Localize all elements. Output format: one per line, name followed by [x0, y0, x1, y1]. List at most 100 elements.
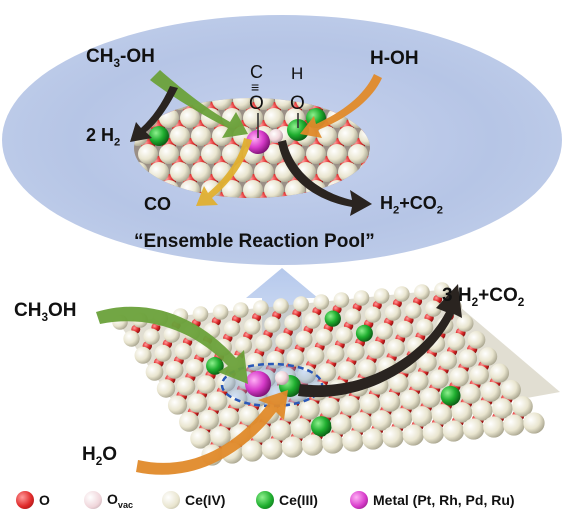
ce4-atom: [400, 389, 421, 410]
ce4-atom: [286, 349, 305, 367]
ce4-atom: [351, 412, 372, 433]
ce4-atom: [367, 341, 385, 359]
legend-label-o: O: [39, 492, 50, 508]
ce4-atom: [380, 391, 401, 412]
ce4-atom: [264, 144, 284, 164]
ce4-atom: [179, 411, 199, 432]
ce3-atom: [311, 416, 332, 437]
ceria-slab: [112, 282, 560, 466]
ce4-atom: [434, 282, 450, 298]
ce4-atom: [425, 300, 442, 317]
ce4-atom: [338, 126, 358, 146]
ce4-atom: [394, 286, 410, 302]
ce4-atom: [264, 108, 284, 128]
ce4-atom: [442, 420, 465, 442]
ce4-atom: [261, 438, 284, 460]
ce4-atom: [373, 288, 390, 304]
ce4-atom: [253, 300, 269, 316]
ce3-atom: [149, 126, 169, 146]
legend-item-metal: Metal (Pt, Rh, Pd, Ru): [350, 488, 515, 512]
ce4-atom: [431, 404, 453, 425]
ce4-atom: [244, 318, 261, 335]
ce4-atom: [281, 436, 304, 458]
ce4-atom: [416, 318, 434, 336]
ce4-atom: [167, 395, 188, 415]
ce4-atom: [174, 342, 192, 360]
ce4-atom: [273, 298, 289, 314]
ce4-atom: [299, 399, 320, 420]
ce4-atom: [420, 387, 441, 408]
ce4-atom: [362, 428, 384, 450]
ce4-atom: [456, 314, 474, 332]
ce4-atom: [159, 144, 179, 164]
ce4-atom: [447, 333, 466, 351]
label-o-atom-left: O: [249, 93, 264, 114]
o-atom-icon: [16, 491, 34, 509]
ce4-atom: [396, 320, 414, 338]
ce4-atom: [212, 304, 229, 320]
ce4-atom: [293, 296, 309, 312]
metal-atom: [246, 130, 270, 154]
ce4-atom: [346, 343, 365, 361]
legend-item-o: O: [16, 488, 50, 512]
ce4-atom: [409, 371, 429, 391]
ce4-atom: [360, 393, 381, 414]
ce3-atom: [206, 357, 224, 375]
label-h2o: H2O: [82, 444, 118, 468]
label-ch3oh-top: CH3-OH: [86, 46, 155, 70]
ce4-atom: [165, 361, 184, 379]
hoh-arrow: [300, 74, 382, 138]
ce4-atom: [197, 375, 216, 394]
three-h2co2-arrow: [298, 284, 462, 398]
ce4-atom: [222, 180, 242, 198]
ce4-atom: [438, 351, 458, 370]
ce4-atom: [467, 331, 486, 349]
legend-item-ce3: Ce(III): [256, 488, 318, 512]
ce4-atom: [315, 328, 333, 346]
ce4-atom: [306, 144, 326, 164]
ce4-atom: [523, 412, 545, 434]
ce4-atom: [156, 379, 176, 398]
ch3oh-bottom-arrow: [96, 306, 248, 384]
ce4-atom: [306, 347, 325, 365]
co-arrow: [196, 138, 252, 206]
ce4-atom: [185, 359, 204, 377]
pool-title: “Ensemble Reaction Pool”: [134, 231, 375, 252]
ce4-atom: [402, 424, 424, 446]
ce4-atom: [389, 373, 409, 393]
metal-atom-icon: [350, 491, 368, 509]
ce4-atom: [191, 162, 211, 182]
ce4-atom: [176, 377, 196, 396]
ce4-atom: [295, 330, 313, 348]
label-o-atom-right: O: [290, 93, 305, 114]
ce4-atom: [327, 144, 347, 164]
ce4-atom: [270, 420, 292, 441]
legend-label-metal: Metal (Pt, Rh, Pd, Ru): [373, 492, 515, 508]
ce4-atom: [170, 126, 190, 146]
ce4-atom: [319, 397, 340, 418]
ce4-atom-icon: [162, 491, 180, 509]
ce4-atom: [313, 294, 330, 310]
ce4-atom: [212, 98, 232, 110]
ce3-atom: [355, 324, 373, 342]
ce4-atom: [188, 393, 208, 413]
two-h2-arrow: [130, 86, 178, 142]
ce4-atom: [223, 320, 241, 337]
ce4-atom: [143, 328, 160, 345]
ce3-atom: [324, 310, 341, 327]
legend-label-ovac: Ovac: [107, 490, 134, 510]
ce4-atom: [284, 314, 301, 331]
ce4-atom: [337, 361, 357, 380]
ce4-atom: [191, 126, 211, 146]
ce4-atom: [123, 330, 140, 347]
ce4-atom: [382, 426, 404, 448]
ce4-atom: [344, 308, 362, 325]
ce4-atom: [414, 284, 430, 300]
triple-bond: ≡: [251, 79, 260, 95]
ce4-atom: [145, 363, 164, 381]
vacancy-icon: [84, 491, 102, 509]
ce4-atom: [254, 162, 274, 182]
ce4-atom: [364, 306, 382, 323]
label-two-h2: 2 H2: [86, 125, 121, 149]
ce4-atom: [503, 414, 525, 436]
